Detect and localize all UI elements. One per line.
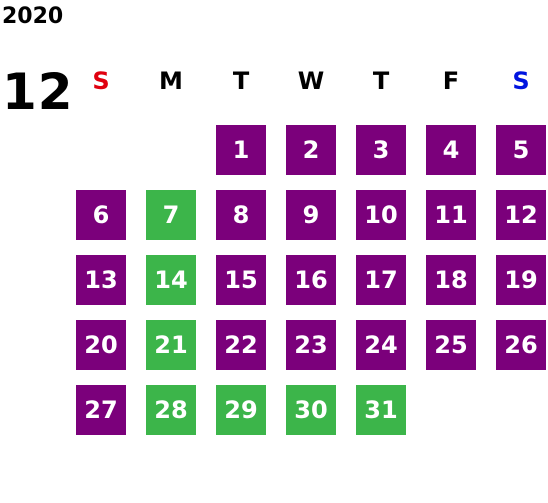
- day-cell-11[interactable]: 11: [426, 190, 476, 240]
- day-cell-10[interactable]: 10: [356, 190, 406, 240]
- day-cell-2[interactable]: 2: [286, 125, 336, 175]
- day-cell-13[interactable]: 13: [76, 255, 126, 305]
- day-cell-12[interactable]: 12: [496, 190, 546, 240]
- month-label: 12: [2, 63, 74, 121]
- day-cell-26[interactable]: 26: [496, 320, 546, 370]
- day-cell-19[interactable]: 19: [496, 255, 546, 305]
- day-cell-9[interactable]: 9: [286, 190, 336, 240]
- day-cell-23[interactable]: 23: [286, 320, 336, 370]
- day-cell-15[interactable]: 15: [216, 255, 266, 305]
- day-cell-28[interactable]: 28: [146, 385, 196, 435]
- day-cell-16[interactable]: 16: [286, 255, 336, 305]
- weekday-header-tuesday: T: [232, 67, 250, 95]
- day-cell-5[interactable]: 5: [496, 125, 546, 175]
- weekday-header-wednesday: W: [297, 67, 325, 95]
- day-cell-22[interactable]: 22: [216, 320, 266, 370]
- day-cell-1[interactable]: 1: [216, 125, 266, 175]
- day-cell-21[interactable]: 21: [146, 320, 196, 370]
- day-cell-18[interactable]: 18: [426, 255, 476, 305]
- weekday-header-sunday: S: [92, 67, 110, 95]
- day-cell-25[interactable]: 25: [426, 320, 476, 370]
- day-cell-24[interactable]: 24: [356, 320, 406, 370]
- day-cell-14[interactable]: 14: [146, 255, 196, 305]
- day-cell-8[interactable]: 8: [216, 190, 266, 240]
- weekday-header-saturday: S: [512, 67, 530, 95]
- weekday-header-thursday: T: [372, 67, 390, 95]
- day-cell-30[interactable]: 30: [286, 385, 336, 435]
- day-cell-7[interactable]: 7: [146, 190, 196, 240]
- day-cell-29[interactable]: 29: [216, 385, 266, 435]
- day-cell-31[interactable]: 31: [356, 385, 406, 435]
- weekday-header-friday: F: [442, 67, 460, 95]
- day-cell-27[interactable]: 27: [76, 385, 126, 435]
- day-cell-20[interactable]: 20: [76, 320, 126, 370]
- day-cell-17[interactable]: 17: [356, 255, 406, 305]
- day-cell-4[interactable]: 4: [426, 125, 476, 175]
- day-cell-3[interactable]: 3: [356, 125, 406, 175]
- year-label: 2020: [2, 4, 64, 29]
- day-cell-6[interactable]: 6: [76, 190, 126, 240]
- weekday-header-monday: M: [159, 67, 183, 95]
